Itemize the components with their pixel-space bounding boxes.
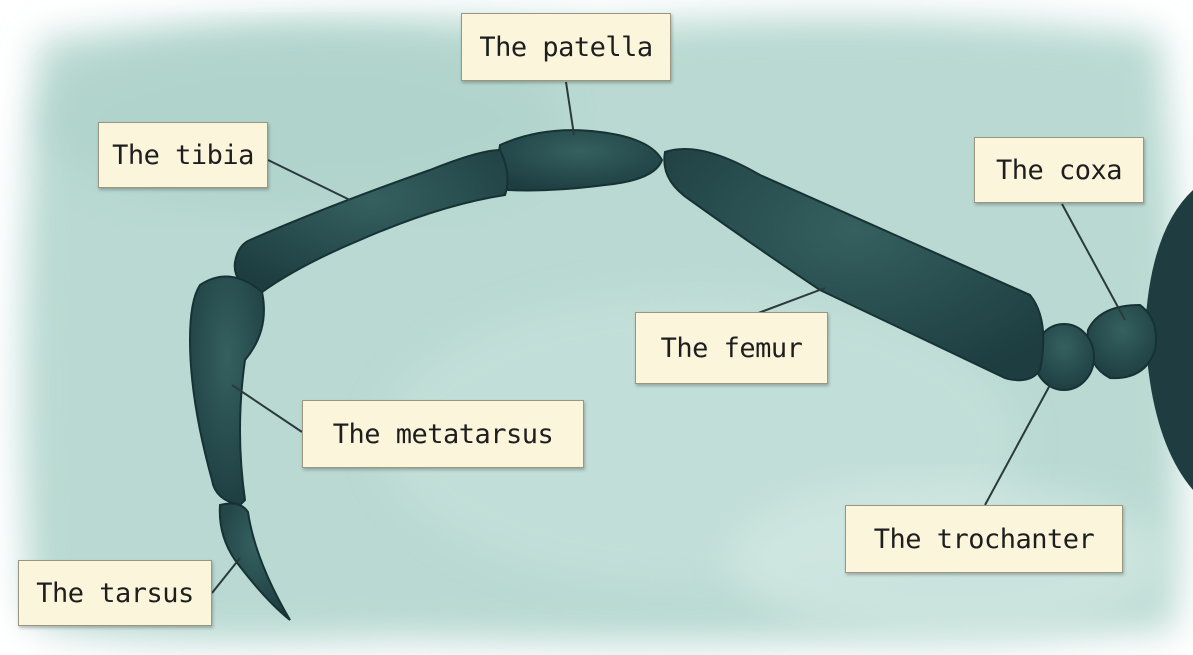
label-metatarsus: The metatarsus	[302, 400, 584, 468]
label-patella: The patella	[461, 13, 671, 81]
label-tarsus: The tarsus	[18, 560, 212, 626]
label-coxa: The coxa	[974, 137, 1144, 203]
label-trochanter: The trochanter	[845, 505, 1123, 573]
label-tibia: The tibia	[98, 122, 268, 188]
label-femur: The femur	[635, 312, 828, 384]
